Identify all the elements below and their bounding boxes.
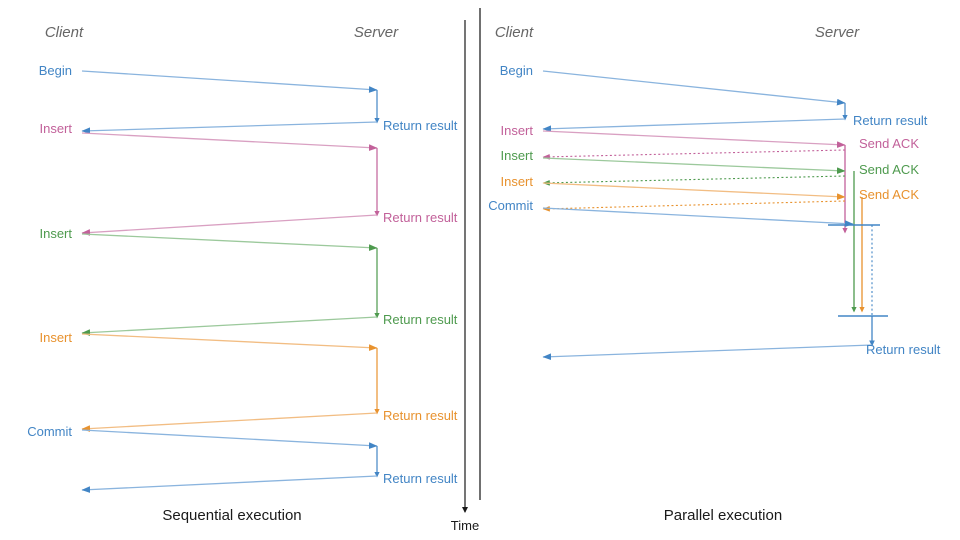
response-arrow-insert-1 (81, 214, 378, 236)
client-label-0: Begin (500, 63, 533, 78)
time-axis-label: Time (451, 518, 479, 533)
client-label-0: Begin (39, 63, 72, 78)
activation-arrowhead-begin (842, 115, 848, 121)
client-label-1: Insert (39, 121, 72, 136)
response-arrow-begin (81, 121, 378, 135)
ack-arrow-insert-2 (542, 175, 846, 186)
activation-arrowhead-insert-3 (374, 409, 380, 415)
server-label-4: Return result (866, 342, 941, 357)
sequential-caption: Sequential execution (162, 507, 301, 524)
work-line-arrowhead-insert-3 (859, 307, 865, 313)
server-label-3: Return result (383, 408, 458, 423)
server-label-1: Send ACK (859, 136, 919, 151)
client-label-1: Insert (500, 123, 533, 138)
client-label-2: Insert (500, 148, 533, 163)
activation-arrowhead-insert-1 (374, 211, 380, 217)
client-label-4: Commit (488, 198, 533, 213)
request-arrow-begin (81, 70, 378, 93)
client-header: Client (45, 24, 84, 41)
request-arrow-commit (81, 429, 378, 449)
activation-arrowhead-commit (374, 472, 380, 478)
response-arrow-insert-2 (81, 316, 378, 336)
request-arrow-insert-3 (542, 182, 846, 201)
ack-arrow-insert-3 (542, 200, 846, 212)
client-label-3: Insert (39, 330, 72, 345)
client-label-4: Commit (27, 424, 72, 439)
work-line-arrowhead-insert-1 (842, 228, 848, 234)
server-label-0: Return result (853, 113, 928, 128)
server-header: Server (815, 24, 860, 41)
server-label-4: Return result (383, 471, 458, 486)
activation-arrowhead-insert-2 (374, 313, 380, 319)
response-arrow-begin (542, 118, 846, 133)
request-arrow-insert-2 (542, 157, 846, 175)
time-axis-layer: Time (451, 20, 479, 533)
request-arrow-insert-2 (81, 233, 378, 251)
response-arrow-commit (542, 344, 873, 361)
parallel-caption: Parallel execution (664, 507, 782, 524)
server-label-3: Send ACK (859, 187, 919, 202)
activation-arrowhead-begin (374, 118, 380, 124)
work-line-arrowhead-insert-2 (851, 307, 857, 313)
request-arrow-insert-1 (81, 132, 378, 151)
server-label-1: Return result (383, 210, 458, 225)
response-arrow-insert-3 (81, 412, 378, 432)
commit-arrowhead (869, 340, 875, 347)
client-label-2: Insert (39, 226, 72, 241)
client-label-3: Insert (500, 174, 533, 189)
server-header: Server (354, 24, 399, 41)
request-arrow-commit (542, 207, 854, 227)
request-arrow-insert-3 (81, 333, 378, 351)
server-label-2: Send ACK (859, 162, 919, 177)
request-arrow-insert-1 (542, 130, 846, 149)
client-header: Client (495, 24, 534, 41)
time-axis-arrowhead (462, 507, 468, 513)
ack-arrow-insert-1 (542, 149, 846, 160)
request-arrow-begin (542, 70, 846, 106)
server-label-2: Return result (383, 312, 458, 327)
response-arrow-commit (81, 475, 378, 493)
server-label-0: Return result (383, 118, 458, 133)
